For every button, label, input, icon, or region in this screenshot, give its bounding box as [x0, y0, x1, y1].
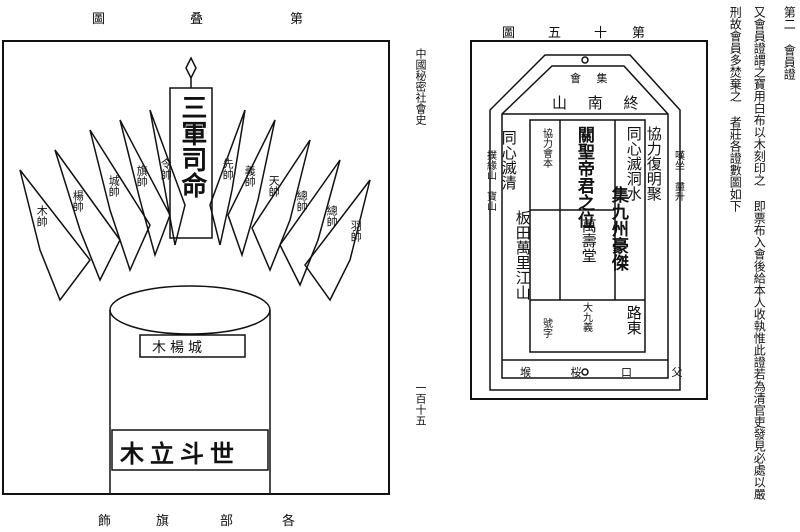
side-right: 嘆坐 盡升: [672, 150, 684, 201]
flag-right-5: 總帥: [325, 205, 339, 227]
col-c2: 協力復明聚: [644, 126, 663, 201]
col-c11: 號字: [540, 318, 552, 338]
col-c7: 板田萬里江山: [513, 210, 532, 300]
flag-right-3: 天帥: [267, 175, 281, 197]
left-footer-1: 飾: [98, 514, 112, 529]
col-c10: 大九義: [580, 302, 592, 332]
body-line-1: 又會員證謂之寶用白布以木刻印之 即票布入會後給本人收執惟此證若為清官吏發見必處以…: [752, 6, 767, 500]
col-c9: 路東: [624, 305, 643, 335]
left-header-3: 第: [290, 12, 304, 27]
col-c1: 同心滅洞水: [624, 126, 643, 201]
left-footer-4: 各: [282, 514, 296, 529]
flag-right-4: 總帥: [295, 190, 309, 212]
token-top-line1: 會 集: [570, 72, 614, 85]
token-top-line2: 山 南 終: [552, 94, 647, 112]
right-header-1: 圖: [502, 26, 516, 41]
right-header-4: 第: [632, 26, 646, 41]
left-footer-2: 旗: [156, 514, 170, 529]
body-line-2: 刑故會員多焚棄之 者莊各證數圖如下: [728, 6, 743, 212]
flag-left-3: 城帥: [107, 175, 121, 197]
left-header-2: 叠: [190, 12, 204, 27]
left-header-1: 圖: [92, 12, 106, 27]
flag-left-5: 令帥: [159, 158, 173, 180]
bucket-banner-bottom: 木立斗世: [120, 439, 240, 468]
col-c6: 萬壽堂: [579, 218, 598, 263]
col-c8: 協力會本: [540, 128, 552, 168]
flag-right-1: 先帥: [221, 158, 235, 180]
col-c3: 集九州豪傑: [607, 186, 628, 271]
flag-right-6: 羽帥: [349, 220, 363, 242]
section-heading: 第二 會員證: [782, 6, 797, 80]
col-c4: 關聖帝君之位: [573, 126, 594, 228]
pole-banner-text: 三軍司命: [176, 94, 207, 198]
page-number: 一百十五: [414, 382, 427, 426]
bucket-banner-mid: 木楊城: [152, 340, 206, 356]
flag-right-2: 義帥: [243, 165, 257, 187]
book-title-spine: 中國秘密社會史: [414, 48, 427, 125]
left-footer-3: 部: [220, 514, 234, 529]
token-frame: [470, 40, 708, 400]
illustration-frame: [2, 40, 390, 495]
flag-left-4: 旗帥: [135, 165, 149, 187]
col-c5: 同心滅清: [499, 130, 518, 190]
flag-left-2: 楊帥: [71, 190, 85, 212]
right-header-3: 十: [594, 26, 608, 41]
token-bottom-row: 堠 桜 口 父: [520, 366, 701, 379]
right-header-2: 五: [548, 26, 562, 41]
side-left: 撲緣山 寶山: [484, 150, 496, 211]
flag-left-1: 木帥: [35, 205, 49, 227]
